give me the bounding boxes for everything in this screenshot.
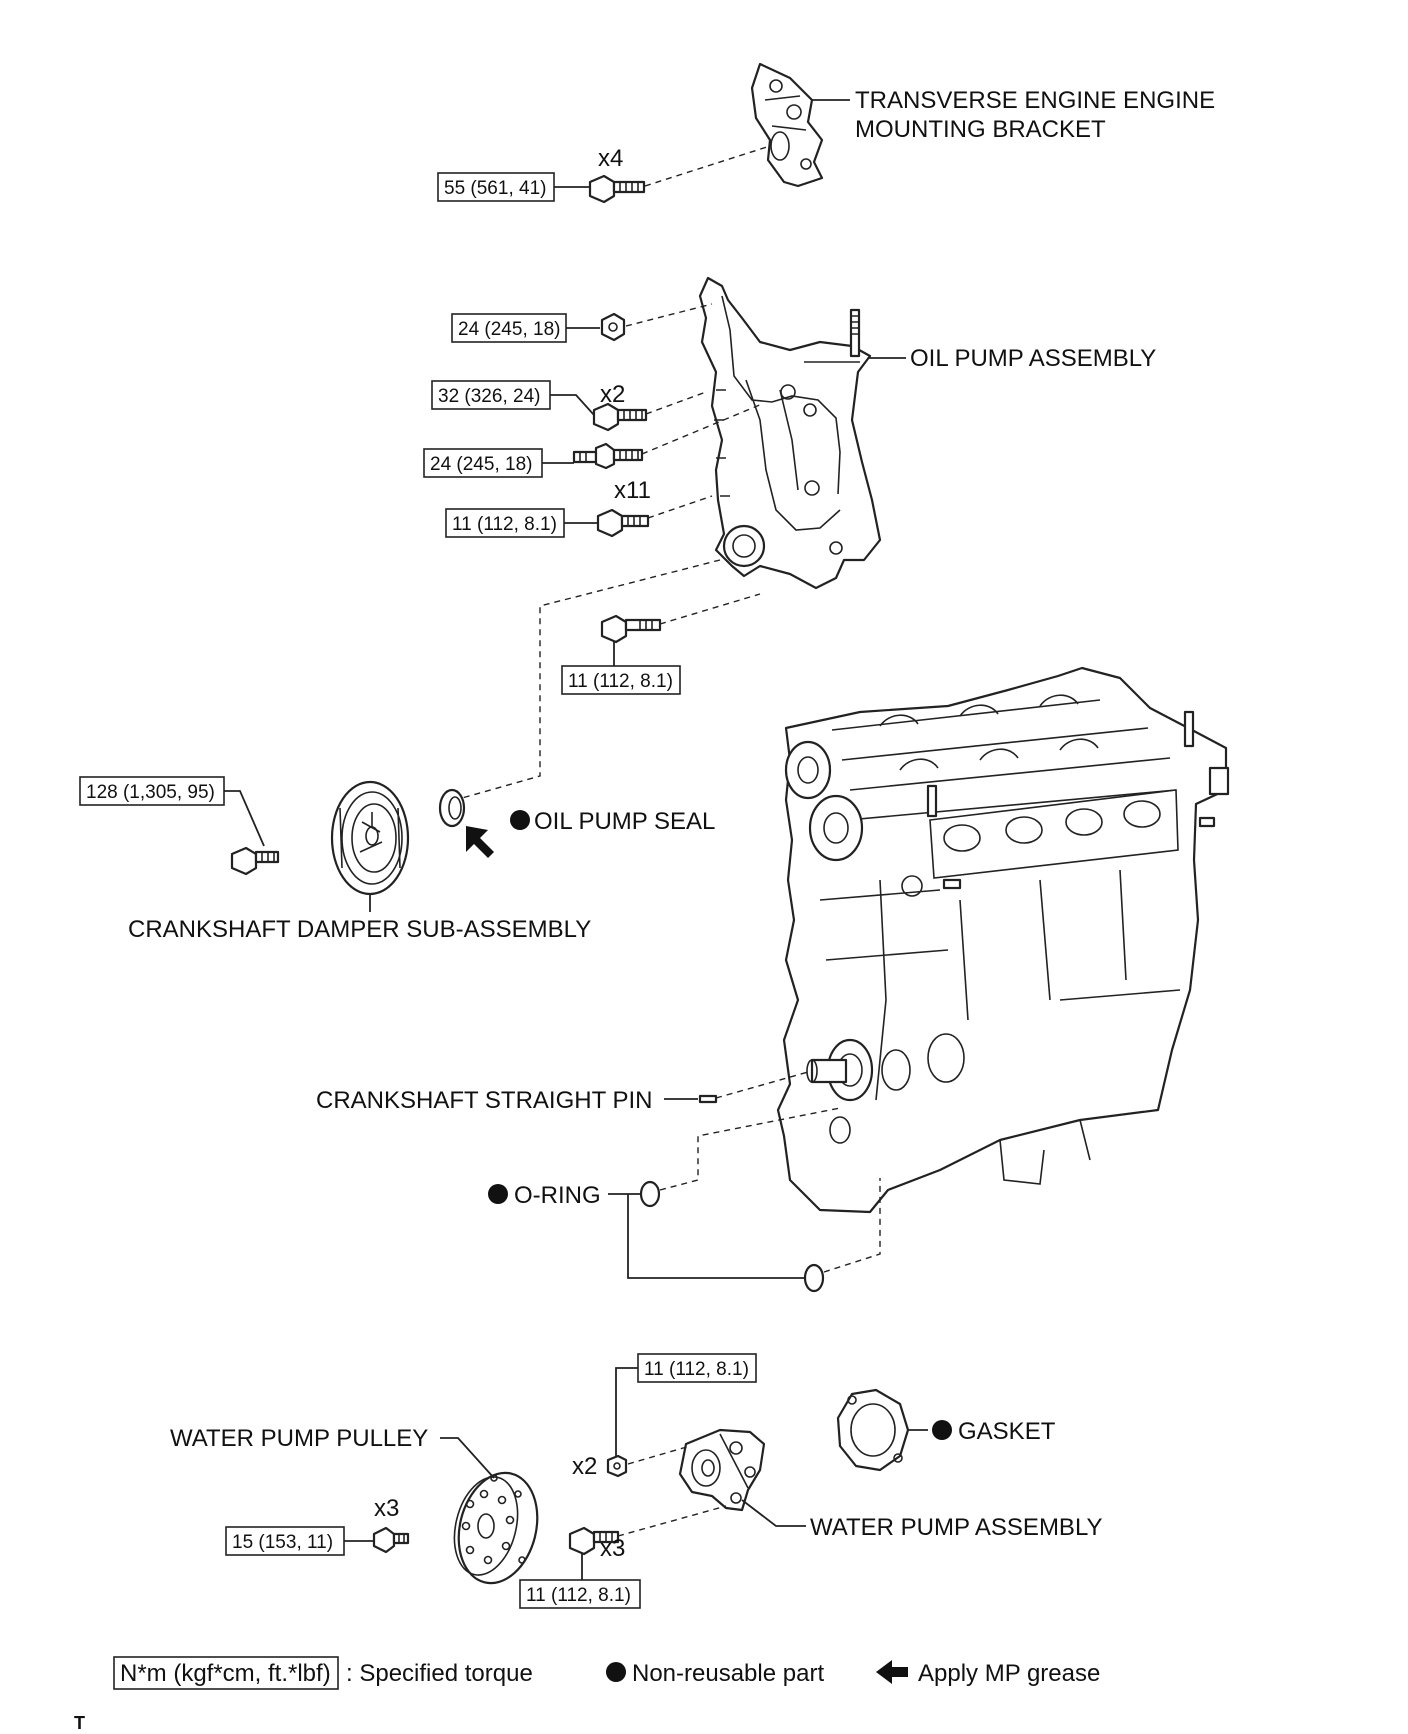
legend-torque-text: : Specified torque — [346, 1660, 533, 1687]
torque-box-oil-long — [561, 665, 681, 695]
oil-pump-assembly-label: OIL PUMP ASSEMBLY — [910, 345, 1156, 372]
legend: N*m (kgf*cm, ft.*lbf) : Specified torque… — [113, 1656, 1100, 1690]
water-pump-upper-bolt — [606, 1454, 628, 1478]
o-ring-label: O-RING — [514, 1182, 601, 1209]
nonreusable-dot-icon-oring — [488, 1184, 508, 1204]
torque-wp-upper: 11 (112, 8.1) — [644, 1359, 749, 1380]
torque-wp-pulley: 15 (153, 11) — [232, 1532, 333, 1553]
torque-box-wp-upper — [637, 1353, 757, 1383]
o-ring-upper — [639, 1180, 661, 1208]
torque-wp-lower: 11 (112, 8.1) — [526, 1585, 631, 1606]
engine-block — [776, 666, 1230, 1214]
wp-upper-count: x2 — [572, 1453, 597, 1480]
torque-box-bracket — [437, 172, 555, 202]
oil-count-x11: x11 — [614, 477, 651, 504]
torque-box-oil-x2 — [431, 380, 551, 410]
water-pump-gasket — [836, 1388, 910, 1472]
nonreusable-dot-icon — [510, 810, 530, 830]
pulley-bolt — [372, 1526, 410, 1554]
water-pump-lower-bolt — [568, 1526, 620, 1556]
water-pump-pulley-label: WATER PUMP PULLEY — [170, 1425, 428, 1452]
legend-torque-box — [113, 1656, 339, 1690]
bracket-count: x4 — [598, 145, 623, 172]
nonreusable-dot-icon-gasket — [932, 1420, 952, 1440]
oil-pump-seal-label: OIL PUMP SEAL — [534, 808, 715, 835]
bracket-label-line1: TRANSVERSE ENGINE ENGINE — [855, 87, 1215, 114]
mp-grease-arrow-icon — [466, 826, 494, 858]
torque-oil-nut: 24 (245, 18) — [458, 319, 560, 340]
oil-pump-stud — [849, 308, 861, 358]
crankshaft-pin-label: CRANKSHAFT STRAIGHT PIN — [316, 1087, 653, 1114]
torque-oil-x11: 11 (112, 8.1) — [452, 514, 557, 535]
torque-box-wp-lower — [519, 1579, 641, 1609]
crankshaft-damper-label: CRANKSHAFT DAMPER SUB-ASSEMBLY — [128, 916, 591, 943]
water-pump-assembly — [678, 1428, 766, 1512]
legend-nonreusable-dot-icon — [606, 1662, 626, 1682]
oil-pump-nut — [600, 312, 626, 342]
torque-box-damper — [79, 776, 225, 806]
oil-pump-assembly — [698, 276, 882, 590]
water-pump-assembly-label: WATER PUMP ASSEMBLY — [810, 1514, 1103, 1541]
oil-pump-seal — [438, 788, 466, 828]
torque-oil-stud: 24 (245, 18) — [430, 454, 532, 475]
water-pump-pulley — [453, 1471, 539, 1585]
legend-nonreusable-text: Non-reusable part — [632, 1660, 824, 1687]
wp-lower-count: x3 — [600, 1535, 625, 1562]
mounting-bracket — [750, 62, 824, 188]
oil-pump-long-bolt — [600, 614, 662, 644]
torque-damper: 128 (1,305, 95) — [86, 782, 215, 803]
legend-grease-arrow-icon — [876, 1660, 908, 1684]
damper-bolt — [230, 846, 280, 876]
oil-pump-bolt-x2 — [592, 402, 648, 432]
torque-oil-long: 11 (112, 8.1) — [568, 671, 673, 692]
crankshaft-damper — [330, 780, 410, 896]
oil-pump-bolt-x11 — [596, 508, 650, 538]
oil-pump-stud-bolt — [572, 442, 644, 470]
corner-mark: T — [74, 1713, 85, 1733]
torque-box-oil-x11 — [445, 508, 565, 538]
bracket-bolt — [588, 174, 646, 204]
bracket-label-line2: MOUNTING BRACKET — [855, 116, 1106, 143]
oil-count-x2: x2 — [600, 381, 625, 408]
crankshaft-straight-pin — [698, 1094, 718, 1104]
torque-bracket: 55 (561, 41) — [444, 178, 546, 199]
torque-box-wp-pulley — [225, 1526, 345, 1556]
wp-pulley-count: x3 — [374, 1495, 399, 1522]
torque-oil-x2: 32 (326, 24) — [438, 386, 540, 407]
legend-torque-box-text: N*m (kgf*cm, ft.*lbf) — [120, 1660, 331, 1687]
o-ring-lower — [803, 1263, 825, 1293]
gasket-label: GASKET — [958, 1418, 1056, 1445]
legend-grease-text: Apply MP grease — [918, 1660, 1100, 1687]
